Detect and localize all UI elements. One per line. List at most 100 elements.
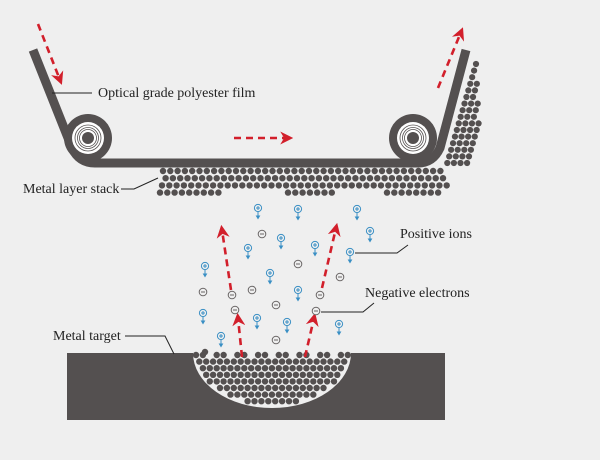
- metal-atom: [162, 175, 169, 182]
- positive-ion-icon: [200, 261, 210, 278]
- metal-atom: [220, 175, 228, 182]
- metal-atom: [282, 182, 290, 189]
- sputtered-atom: [209, 371, 217, 378]
- sputtered-atom: [303, 391, 310, 398]
- metal-atom: [181, 167, 189, 175]
- sputtered-atom: [337, 351, 345, 359]
- negative-electron-icon: [335, 272, 345, 282]
- metal-atom: [469, 140, 476, 147]
- positive-ion-icon: [253, 203, 263, 220]
- negative-electron-icon: [230, 305, 240, 315]
- sputtered-atom: [220, 378, 227, 385]
- metal-atom: [414, 182, 421, 189]
- metal-atom: [276, 167, 283, 175]
- metal-atom: [451, 133, 459, 140]
- metal-atom: [474, 100, 481, 107]
- metal-atom: [173, 182, 180, 189]
- metal-atom: [254, 167, 262, 175]
- metal-atom: [457, 159, 464, 167]
- metal-atom: [239, 182, 246, 189]
- sputtered-atom: [251, 371, 258, 378]
- sputtered-atom: [306, 384, 313, 392]
- metal-atom: [206, 175, 213, 182]
- sputtered-atom: [313, 371, 320, 378]
- metal-atom: [335, 167, 342, 175]
- sputtered-atom: [296, 391, 303, 398]
- metal-atom: [420, 189, 427, 196]
- metal-atom: [269, 167, 276, 175]
- metal-atom: [174, 167, 181, 175]
- metal-atom: [457, 113, 464, 120]
- positive-ion-icon: [310, 240, 320, 257]
- metal-atom: [308, 175, 315, 182]
- metal-atom: [156, 189, 164, 196]
- sputtered-atom: [261, 351, 269, 359]
- left-roller: [64, 114, 112, 162]
- metal-atom: [410, 175, 417, 182]
- right-roller: [389, 114, 437, 162]
- metal-atom: [178, 189, 186, 196]
- sputtered-atom: [299, 371, 306, 378]
- positive-ion-icon: [265, 268, 275, 285]
- metal-atom: [177, 175, 184, 182]
- sputtered-atom: [254, 351, 262, 359]
- metal-atom: [415, 167, 422, 175]
- metal-atom: [231, 182, 239, 189]
- sputtered-atom: [278, 384, 286, 392]
- metal-atom: [465, 87, 472, 94]
- sputtered-atom: [296, 351, 303, 359]
- sputtered-atom: [285, 384, 293, 392]
- metal-atom: [449, 140, 457, 147]
- film-in-arrow: [36, 23, 64, 85]
- sputtered-atom: [323, 365, 331, 372]
- metal-atom: [188, 182, 195, 189]
- target-label: Metal target: [53, 329, 121, 344]
- positive-ion-icon: [352, 204, 362, 221]
- metal-atom: [421, 182, 428, 189]
- sputtered-atom: [341, 358, 348, 365]
- metal-atom: [348, 182, 355, 189]
- metal-atom: [319, 182, 326, 189]
- metal-atom: [428, 182, 436, 189]
- sputtered-atom: [282, 391, 289, 398]
- sputtered-atom: [268, 391, 276, 398]
- negative-electron-icon: [315, 290, 325, 300]
- sputtered-atom: [278, 371, 286, 378]
- metal-atom: [403, 175, 410, 182]
- metal-atom: [196, 167, 203, 175]
- metal-atom: [315, 175, 323, 182]
- metal-atom: [341, 182, 348, 189]
- metal-atom: [459, 107, 466, 114]
- sputtered-atom: [248, 378, 255, 385]
- sputtered-atom: [241, 378, 248, 385]
- metal-atom: [448, 146, 455, 153]
- sputtered-atom: [285, 358, 293, 365]
- metal-atom: [408, 167, 415, 175]
- sputtered-atom: [220, 351, 227, 359]
- metal-atom: [202, 182, 209, 189]
- sputtered-atom: [261, 365, 269, 372]
- metal-atom: [279, 175, 286, 182]
- sputter-arrow: [216, 224, 233, 291]
- metal-atom: [427, 189, 434, 196]
- sputtered-atom: [265, 371, 272, 378]
- metal-atom: [396, 175, 403, 182]
- metal-atom: [167, 167, 174, 175]
- sputtered-atom: [289, 365, 296, 372]
- positive-ion-icon: [198, 308, 208, 325]
- sputtered-atom: [265, 384, 272, 392]
- negative-electron-icon: [311, 306, 321, 316]
- sputtered-atom: [192, 351, 200, 359]
- metal-atom: [463, 140, 470, 147]
- metal-atom: [247, 167, 254, 175]
- metal-atom: [275, 182, 282, 189]
- sputtered-atom: [241, 365, 248, 372]
- sputtered-atom: [237, 384, 244, 392]
- metal-atom: [203, 167, 210, 175]
- metal-atom: [159, 167, 167, 175]
- target-leader: [125, 335, 175, 355]
- positive-ion-icon: [216, 331, 226, 348]
- metal-atom: [471, 87, 479, 94]
- sputtered-atom: [292, 358, 300, 365]
- sputtered-atom: [292, 384, 300, 392]
